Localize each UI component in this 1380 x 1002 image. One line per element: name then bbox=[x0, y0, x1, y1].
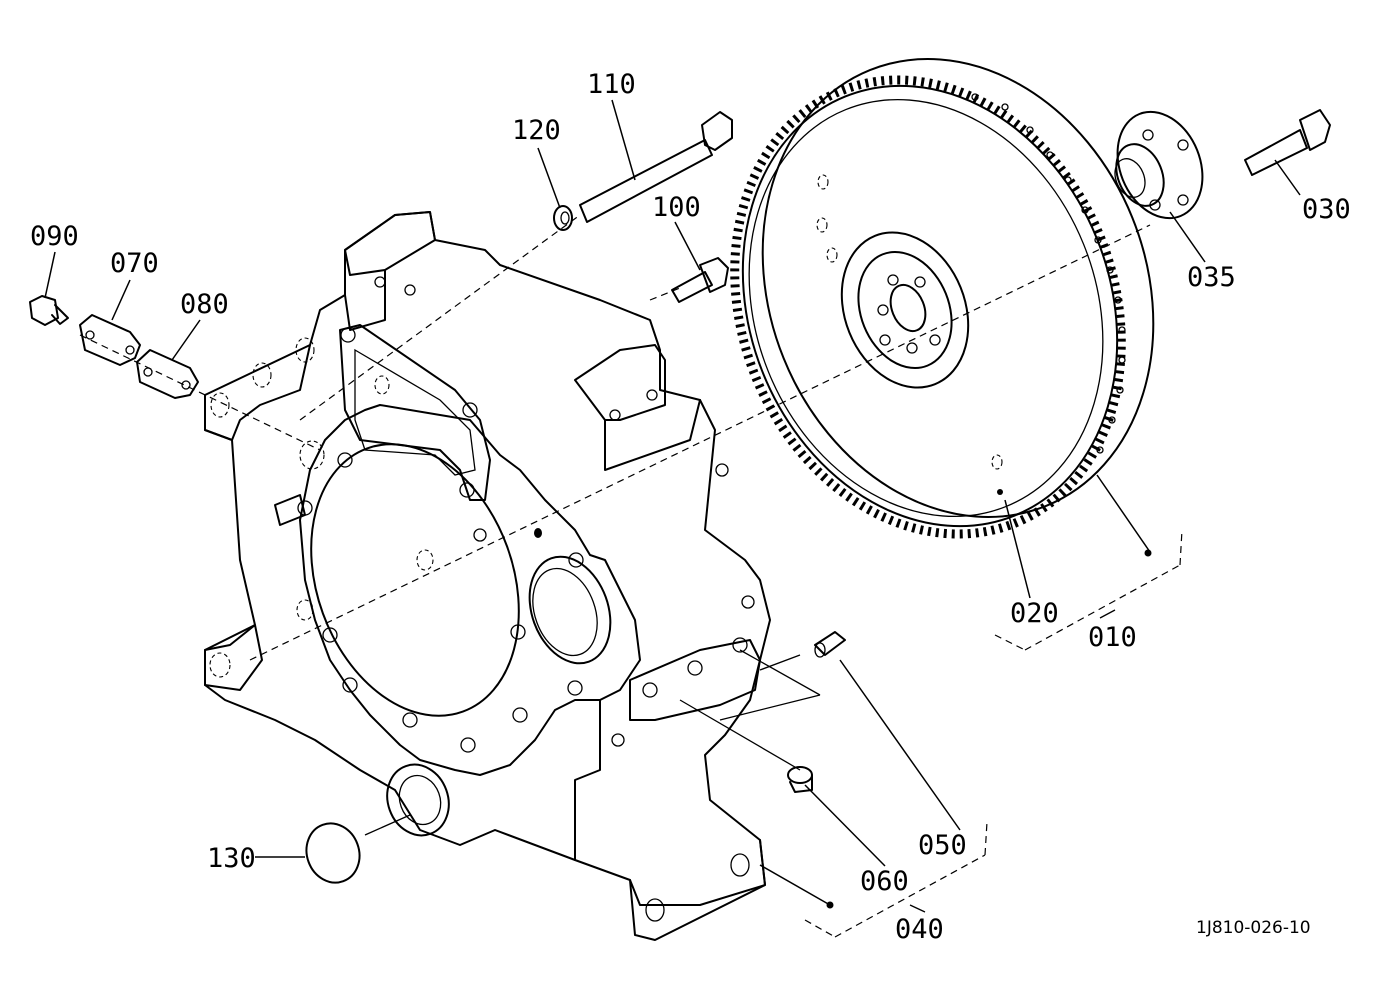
label-020: 020 bbox=[1010, 598, 1059, 629]
plug-130 bbox=[305, 822, 361, 884]
rim-holes bbox=[971, 93, 1126, 454]
label-070: 070 bbox=[110, 248, 159, 279]
label-090: 090 bbox=[30, 221, 79, 252]
flywheel-housing bbox=[204, 211, 771, 941]
gasket-080 bbox=[136, 349, 199, 399]
label-010: 010 bbox=[1088, 622, 1137, 653]
plate-070 bbox=[79, 314, 141, 366]
label-100: 100 bbox=[652, 192, 701, 223]
label-050: 050 bbox=[918, 830, 967, 861]
leader-lines bbox=[44, 99, 1301, 938]
diagram-code: 1J810-026-10 bbox=[1196, 918, 1311, 938]
label-060: 060 bbox=[860, 866, 909, 897]
bolt-100 bbox=[671, 257, 729, 303]
coupling-hub bbox=[1114, 110, 1204, 220]
label-035: 035 bbox=[1187, 262, 1236, 293]
washer-120 bbox=[553, 205, 573, 231]
label-080: 080 bbox=[180, 289, 229, 320]
center-lines bbox=[79, 214, 1151, 661]
flywheel-assembly bbox=[730, 58, 1155, 539]
pin-050 bbox=[814, 631, 846, 658]
label-130: 130 bbox=[207, 843, 256, 874]
part-labels: 010 020 030 035 040 050 060 070 080 090 … bbox=[30, 69, 1351, 945]
bolt-110 bbox=[579, 111, 733, 223]
bolt-060 bbox=[787, 766, 813, 793]
label-110: 110 bbox=[587, 69, 636, 100]
label-040: 040 bbox=[895, 914, 944, 945]
label-120: 120 bbox=[512, 115, 561, 146]
label-030: 030 bbox=[1302, 194, 1351, 225]
bolt-090 bbox=[29, 295, 69, 326]
bolt-030 bbox=[1244, 109, 1331, 176]
guide-lines bbox=[364, 649, 821, 836]
